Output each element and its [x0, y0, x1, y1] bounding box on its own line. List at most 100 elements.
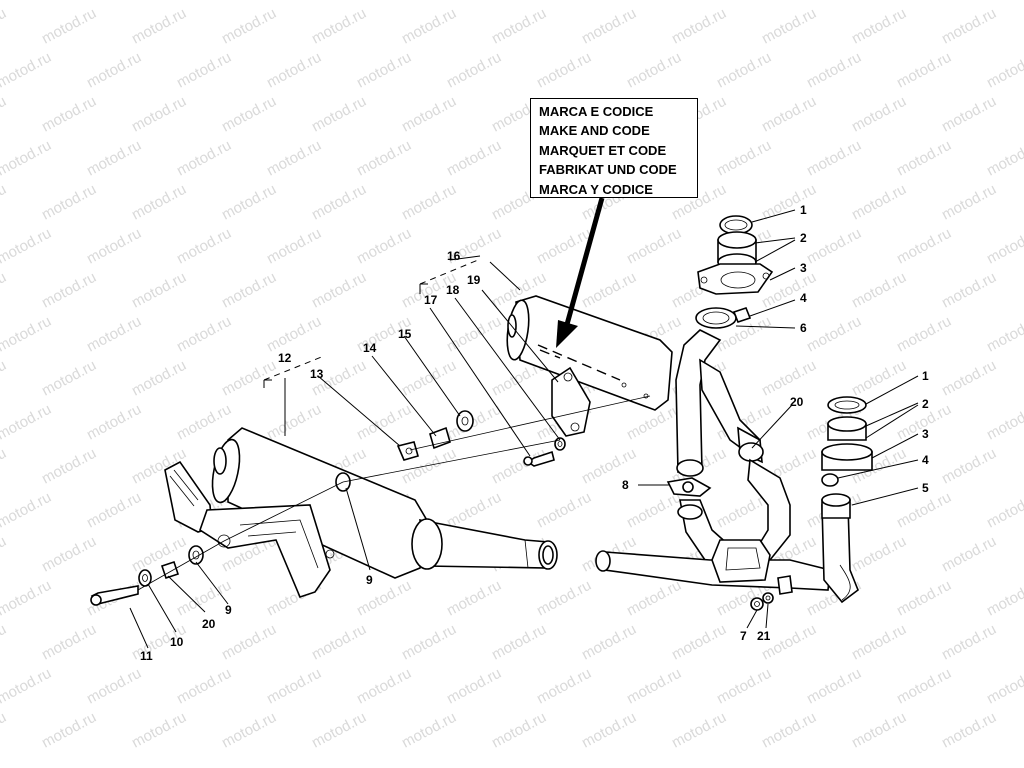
watermark-text: motod.ru — [0, 577, 54, 620]
watermark-text: motod.ru — [444, 0, 504, 4]
watermark-text: motod.ru — [399, 5, 459, 48]
watermark-text: motod.ru — [354, 0, 414, 4]
watermark-text: motod.ru — [129, 357, 189, 400]
watermark-text: motod.ru — [849, 709, 909, 752]
watermark-text: motod.ru — [219, 269, 279, 312]
callout-19: 19 — [467, 273, 481, 287]
watermark-text: motod.ru — [984, 665, 1024, 708]
watermark-text: motod.ru — [399, 709, 459, 752]
callout-1-lower: 1 — [922, 369, 929, 383]
watermark-text: motod.ru — [84, 225, 144, 268]
watermark-text: motod.ru — [264, 401, 324, 444]
right-mounting-hardware — [429, 410, 566, 467]
watermark-text: motod.ru — [354, 137, 414, 180]
watermark-text: motod.ru — [714, 137, 774, 180]
watermark-text: motod.ru — [0, 357, 9, 400]
watermark-text: motod.ru — [849, 533, 909, 576]
watermark-text: motod.ru — [39, 533, 99, 576]
watermark-text: motod.ru — [804, 0, 864, 4]
watermark-text: motod.ru — [444, 401, 504, 444]
watermark-text: motod.ru — [129, 709, 189, 752]
watermark-text: motod.ru — [399, 181, 459, 224]
watermark-text: motod.ru — [939, 5, 999, 48]
label-line-english: MAKE AND CODE — [539, 123, 650, 139]
watermark-text: motod.ru — [984, 137, 1024, 180]
watermark-text: motod.ru — [489, 445, 549, 488]
make-code-arrow — [556, 197, 605, 348]
watermark-text: motod.ru — [444, 577, 504, 620]
watermark-text: motod.ru — [849, 357, 909, 400]
watermark-text: motod.ru — [174, 665, 234, 708]
watermark-text: motod.ru — [669, 621, 729, 664]
watermark-text: motod.ru — [849, 181, 909, 224]
callout-labels: 1 2 3 4 6 1 2 3 4 5 20 8 7 21 16 19 18 1… — [140, 203, 929, 663]
callout-4-upper: 4 — [800, 291, 807, 305]
watermark-text: motod.ru — [309, 709, 369, 752]
watermark-text: motod.ru — [0, 225, 54, 268]
watermark-text: motod.ru — [0, 445, 9, 488]
callout-16: 16 — [447, 249, 461, 263]
watermark-text: motod.ru — [264, 665, 324, 708]
callout-20-header: 20 — [790, 395, 804, 409]
watermark-text: motod.ru — [0, 49, 54, 92]
watermark-text: motod.ru — [0, 313, 54, 356]
watermark-text: motod.ru — [84, 665, 144, 708]
watermark-text: motod.ru — [579, 621, 639, 664]
watermark-text: motod.ru — [939, 93, 999, 136]
watermark-text: motod.ru — [579, 445, 639, 488]
watermark-text: motod.ru — [534, 49, 594, 92]
watermark-text: motod.ru — [399, 93, 459, 136]
watermark-text: motod.ru — [669, 709, 729, 752]
watermark-text: motod.ru — [0, 137, 54, 180]
callout-2-lower: 2 — [922, 397, 929, 411]
watermark-text: motod.ru — [219, 709, 279, 752]
callout-1-upper: 1 — [800, 203, 807, 217]
watermark-text: motod.ru — [309, 93, 369, 136]
watermark-text: motod.ru — [0, 665, 54, 708]
watermark-text: motod.ru — [264, 137, 324, 180]
watermark-text: motod.ru — [759, 93, 819, 136]
callout-18: 18 — [446, 283, 460, 297]
watermark-text: motod.ru — [624, 577, 684, 620]
watermark-text: motod.ru — [849, 269, 909, 312]
exhaust-headers — [595, 329, 859, 604]
watermark-text: motod.ru — [489, 5, 549, 48]
watermark-text: motod.ru — [894, 137, 954, 180]
watermark-text: motod.ru — [894, 665, 954, 708]
watermark-text: motod.ru — [354, 577, 414, 620]
callout-15: 15 — [398, 327, 412, 341]
watermark-text: motod.ru — [354, 225, 414, 268]
watermark-text: motod.ru — [984, 225, 1024, 268]
watermark-text: motod.ru — [579, 709, 639, 752]
watermark-text: motod.ru — [219, 357, 279, 400]
watermark-text: motod.ru — [849, 93, 909, 136]
watermark-text: motod.ru — [84, 401, 144, 444]
watermark-text: motod.ru — [804, 665, 864, 708]
watermark-text: motod.ru — [444, 489, 504, 532]
watermark-text: motod.ru — [39, 357, 99, 400]
watermark-text: motod.ru — [534, 577, 594, 620]
callout-3-upper: 3 — [800, 261, 807, 275]
label-line-spanish: MARCA Y CODICE — [539, 181, 653, 197]
callout-13: 13 — [310, 367, 324, 381]
watermark-text: motod.ru — [714, 0, 774, 4]
watermark-text: motod.ru — [39, 621, 99, 664]
watermark-text: motod.ru — [39, 445, 99, 488]
watermark-text: motod.ru — [669, 5, 729, 48]
watermark-text: motod.ru — [624, 0, 684, 4]
watermark-text: motod.ru — [264, 225, 324, 268]
watermark-text: motod.ru — [804, 225, 864, 268]
watermark-text: motod.ru — [219, 93, 279, 136]
callout-3-lower: 3 — [922, 427, 929, 441]
right-silencer — [506, 295, 673, 437]
watermark-text: motod.ru — [984, 313, 1024, 356]
watermark-text: motod.ru — [174, 401, 234, 444]
watermark-text: motod.ru — [0, 181, 9, 224]
make-and-code-label: MARCA E CODICE MAKE AND CODE MARQUET ET … — [530, 98, 698, 198]
watermark-text: motod.ru — [894, 225, 954, 268]
watermark-text: motod.ru — [489, 621, 549, 664]
watermark-text: motod.ru — [129, 93, 189, 136]
watermark-text: motod.ru — [264, 0, 324, 4]
